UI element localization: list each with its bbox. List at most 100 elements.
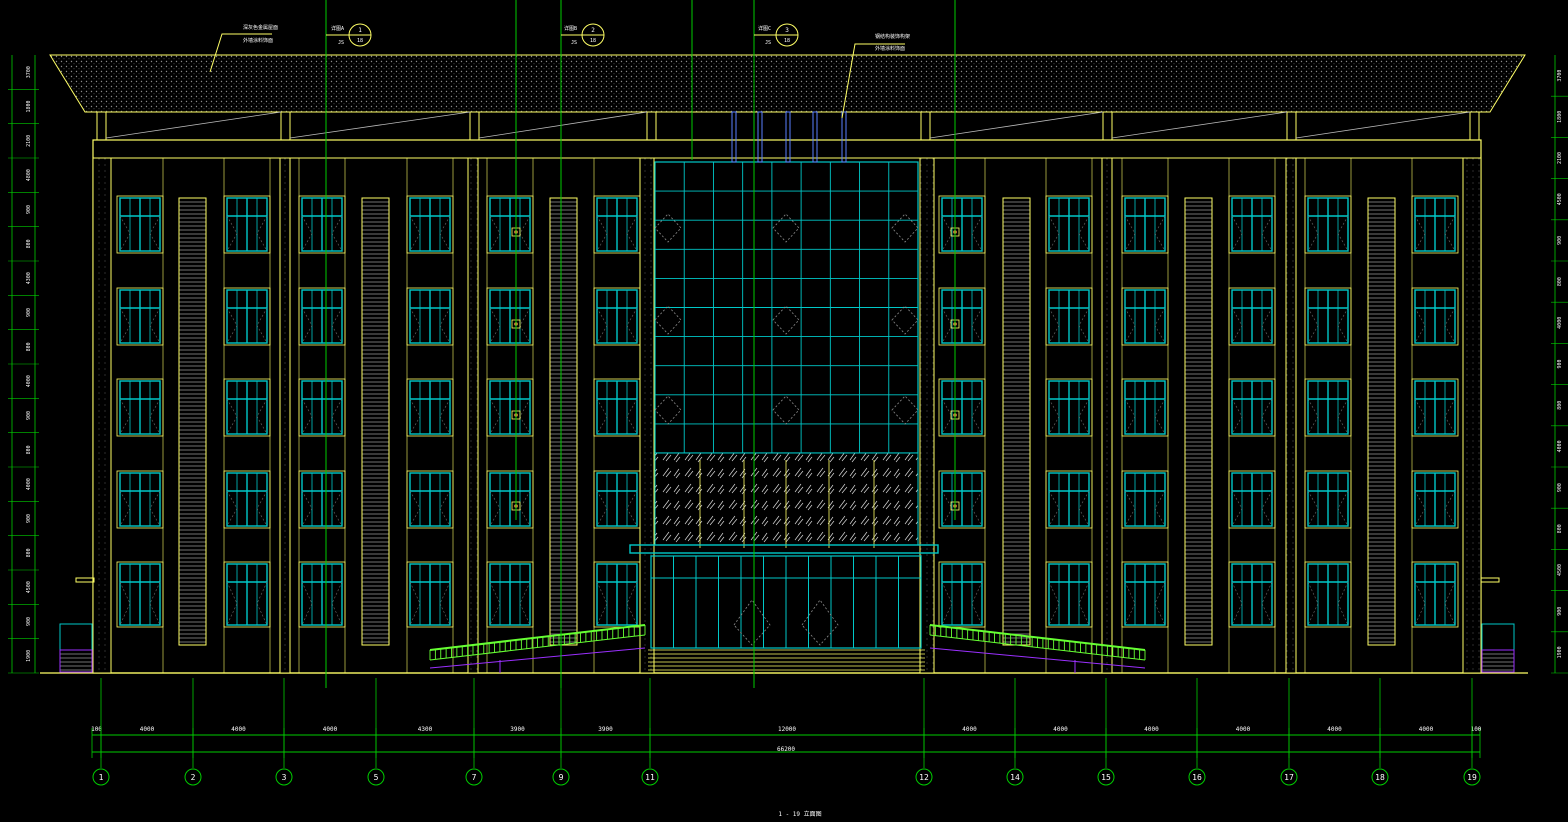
bottom-dimension-text: 4000 <box>962 726 977 733</box>
axis-bubble-16: 16 <box>1188 768 1206 786</box>
curtain-diamond <box>772 395 800 425</box>
window <box>119 563 161 626</box>
svg-text:1: 1 <box>358 27 362 34</box>
window <box>941 289 983 344</box>
roof-post <box>280 111 291 141</box>
window <box>1307 380 1349 435</box>
svg-text:1: 1 <box>99 773 104 782</box>
bottom-dimension-text: 4000 <box>1144 726 1159 733</box>
side-dimension-text: 900 <box>26 308 32 317</box>
pilaster <box>92 157 112 674</box>
window <box>1124 472 1166 527</box>
curtain-diamond <box>891 213 919 243</box>
bottom-dimension-text: 3900 <box>510 726 525 733</box>
window <box>1048 380 1090 435</box>
roof-note-2-line-1: 钢结构装饰构架 <box>875 33 910 40</box>
svg-text:17: 17 <box>1284 773 1294 782</box>
window <box>489 289 531 344</box>
side-dimension-text: 900 <box>26 411 32 420</box>
window <box>226 472 268 527</box>
window <box>1414 563 1456 626</box>
window <box>1307 289 1349 344</box>
side-dimension-text: 800 <box>26 548 32 557</box>
window <box>596 472 638 527</box>
window <box>119 472 161 527</box>
window <box>596 197 638 252</box>
side-dimension-text: 2100 <box>1557 152 1563 164</box>
total-dimension-text: 66200 <box>777 746 795 753</box>
louver-strip <box>361 197 390 646</box>
side-base-left-purple <box>59 649 93 673</box>
ramp-right <box>929 624 1146 673</box>
axis-bubble-14: 14 <box>1006 768 1024 786</box>
curtain-diamond <box>772 213 800 243</box>
window <box>941 380 983 435</box>
axis-bubble-11: 11 <box>641 768 659 786</box>
roof-brace <box>929 111 1104 139</box>
axis-bubble-12: 12 <box>915 768 933 786</box>
svg-text:14: 14 <box>1010 773 1020 782</box>
louver-strip <box>1367 197 1396 646</box>
window <box>301 472 343 527</box>
window <box>226 289 268 344</box>
side-dimension-text: 800 <box>26 239 32 248</box>
pilaster <box>1101 157 1113 674</box>
bottom-dimension-text: 100 <box>1471 726 1482 733</box>
window <box>1231 472 1273 527</box>
svg-text:19: 19 <box>1467 773 1477 782</box>
svg-text:18: 18 <box>357 38 363 44</box>
pilaster <box>467 157 479 674</box>
curtain-diamond <box>654 305 682 335</box>
svg-text:11: 11 <box>645 773 655 782</box>
window <box>941 197 983 252</box>
svg-text:3: 3 <box>282 773 287 782</box>
window <box>941 472 983 527</box>
svg-text:JS: JS <box>765 40 771 46</box>
svg-text:详图B: 详图B <box>564 25 577 32</box>
side-dimension-text: 1800 <box>1557 111 1563 123</box>
curtain-diamond <box>654 395 682 425</box>
side-dimension-text: 4300 <box>26 272 32 284</box>
svg-text:3: 3 <box>785 27 789 34</box>
window <box>1048 289 1090 344</box>
window <box>941 563 983 626</box>
roof-brace <box>1295 111 1471 139</box>
bottom-dimension-text: 3900 <box>598 726 613 733</box>
roof-note-1-line-2: 外墙涂料饰面 <box>243 37 273 44</box>
window <box>1124 289 1166 344</box>
side-dimension-text: 900 <box>1557 359 1563 368</box>
roof-post <box>1286 111 1297 141</box>
svg-text:12: 12 <box>919 773 929 782</box>
roof-brace <box>105 111 282 139</box>
window <box>409 380 451 435</box>
side-dimension-text: 900 <box>1557 607 1563 616</box>
axis-bubble-9: 9 <box>552 768 570 786</box>
window <box>1231 563 1273 626</box>
axis-bubble-5: 5 <box>367 768 385 786</box>
side-dimension-text: 4000 <box>26 478 32 490</box>
window <box>1048 472 1090 527</box>
side-dimension-text: 3700 <box>1557 70 1563 82</box>
window <box>409 197 451 252</box>
side-dimension-text: 800 <box>26 342 32 351</box>
side-dimension-text: 800 <box>1557 277 1563 286</box>
curtain-diamond <box>654 213 682 243</box>
bottom-dimension-text: 4000 <box>231 726 246 733</box>
louver-strip <box>178 197 207 646</box>
roof-fin <box>841 111 847 163</box>
window <box>489 380 531 435</box>
svg-text:18: 18 <box>784 38 790 44</box>
curtain-wall <box>654 111 919 548</box>
bottom-dimension-text: 4000 <box>323 726 338 733</box>
roof-brace <box>478 111 648 139</box>
louver-strip <box>549 197 578 646</box>
roof-note-2-leader <box>841 43 905 119</box>
roof-fin <box>812 111 818 163</box>
roof <box>49 54 1526 113</box>
side-dimension-text: 800 <box>1557 524 1563 533</box>
bottom-dimension-text: 4000 <box>140 726 155 733</box>
side-dimension-text: 900 <box>26 205 32 214</box>
